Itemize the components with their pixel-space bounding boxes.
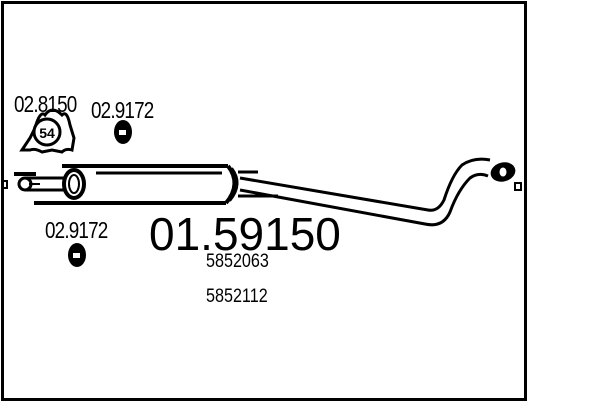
oem-number: 5852112 — [206, 286, 268, 307]
top-mount-part-label: 02.9172 — [91, 97, 154, 123]
clamp-icon: 54 — [19, 108, 76, 154]
rubber-mount-icon — [114, 120, 132, 144]
muffler-body — [34, 164, 239, 205]
clamp-badge: 54 — [39, 125, 55, 141]
oem-number: 5852063 — [206, 251, 269, 272]
tail-pipe — [238, 157, 522, 227]
bottom-mount-part-label: 02.9172 — [45, 217, 108, 243]
clamp-part-label: 02.8150 — [14, 91, 77, 117]
rubber-mount-icon — [68, 243, 86, 267]
inlet-pipe — [1, 168, 86, 200]
main-part-number: 01.59150 — [149, 208, 341, 260]
